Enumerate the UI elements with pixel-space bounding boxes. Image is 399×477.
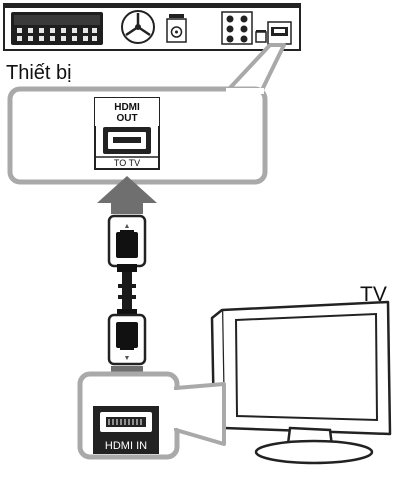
panel-hdmi-port bbox=[267, 21, 292, 45]
tv-illustration bbox=[210, 300, 392, 465]
fan-icon bbox=[121, 10, 155, 44]
tv-callout-box: HDMI IN bbox=[77, 371, 226, 460]
hdmi-out-label-line2: OUT bbox=[116, 113, 137, 124]
svg-text:▲: ▲ bbox=[124, 223, 131, 230]
arrow-up-icon bbox=[97, 176, 157, 214]
callout-pointer bbox=[226, 43, 286, 92]
device-label: Thiết bị bbox=[6, 62, 72, 84]
speaker-terminals bbox=[11, 12, 103, 45]
svg-text:▼: ▼ bbox=[124, 355, 131, 362]
hdmi-out-port bbox=[94, 97, 160, 170]
optical-jack bbox=[166, 14, 187, 43]
hdmi-out-label-line1: HDMI bbox=[114, 102, 140, 113]
device-callout-box: HDMI OUT TO TV bbox=[7, 86, 268, 185]
device-rear-panel bbox=[3, 3, 301, 51]
av-jacks bbox=[221, 11, 267, 45]
hdmi-in-port bbox=[93, 406, 159, 454]
hdmi-plug-top: ▲ bbox=[107, 214, 147, 272]
tv-label: TV bbox=[360, 283, 387, 306]
to-tv-label: TO TV bbox=[114, 158, 140, 168]
hdmi-plug-bottom: ▼ bbox=[107, 309, 147, 366]
hdmi-cable: ▲ ▼ bbox=[107, 214, 147, 366]
hdmi-in-label: HDMI IN bbox=[105, 440, 147, 452]
